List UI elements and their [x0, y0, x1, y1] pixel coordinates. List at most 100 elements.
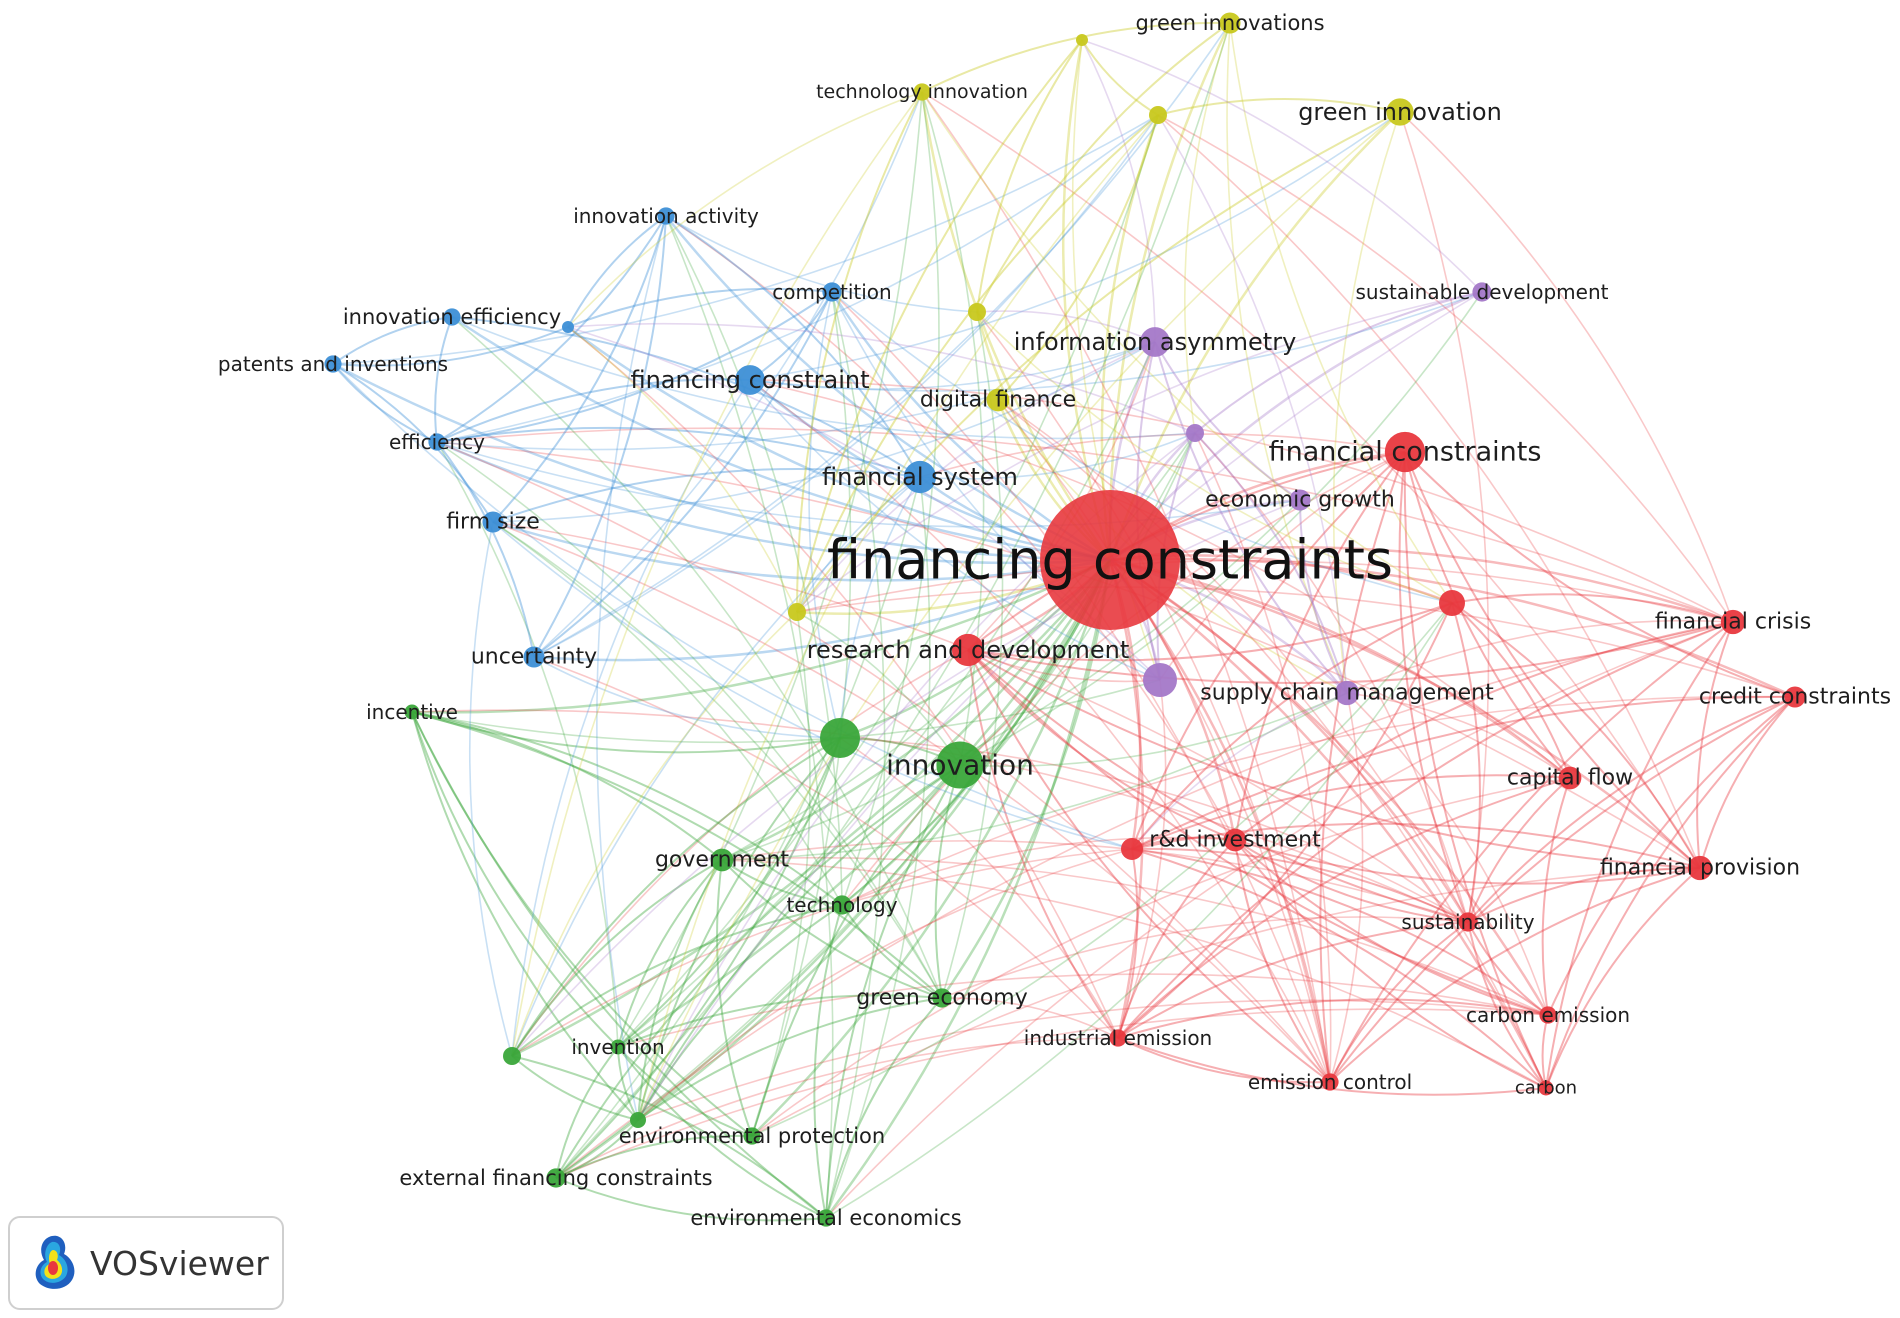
network-edge	[1319, 451, 1406, 1083]
node-p1[interactable]	[1186, 424, 1204, 442]
label-sustdev: sustainable development	[1356, 280, 1609, 304]
label-efficiency: efficiency	[389, 430, 485, 454]
node-invention[interactable]	[610, 1039, 626, 1055]
node-y4[interactable]	[788, 603, 806, 621]
network-edge	[967, 649, 1701, 869]
network-edge	[841, 432, 1196, 906]
network-edge	[436, 441, 1331, 1083]
node-innovact[interactable]	[657, 207, 675, 225]
node-greeninnovs[interactable]	[1219, 12, 1241, 34]
node-envprot[interactable]	[743, 1127, 761, 1145]
network-edge	[1404, 451, 1571, 779]
network-edge	[637, 997, 943, 1121]
network-edge	[721, 840, 1469, 923]
network-edge	[749, 379, 1331, 1083]
network-edge	[617, 973, 1549, 1048]
node-digfin[interactable]	[986, 388, 1010, 412]
label-fcs: financing constraints	[827, 529, 1393, 592]
network-edge	[839, 476, 921, 739]
node-incentive[interactable]	[404, 704, 420, 720]
network-edge	[332, 363, 494, 523]
network-edge	[1346, 692, 1571, 779]
node-efficiency[interactable]	[428, 433, 446, 451]
node-competition[interactable]	[822, 282, 842, 302]
network-edge	[1117, 848, 1139, 1039]
network-edge	[967, 649, 1331, 1083]
network-edge	[665, 215, 921, 478]
node-fcs[interactable]	[1040, 490, 1180, 630]
network-edge	[617, 859, 723, 1048]
node-infoasym[interactable]	[1140, 327, 1170, 357]
node-y2[interactable]	[1149, 106, 1167, 124]
network-edge	[813, 904, 843, 1219]
node-scm[interactable]	[1334, 680, 1360, 706]
node-gov[interactable]	[710, 848, 734, 872]
network-edge	[1194, 432, 1332, 1083]
network-edge	[511, 737, 841, 1057]
label-capflow: capital flow	[1507, 766, 1633, 791]
node-r1[interactable]	[1439, 590, 1465, 616]
network-edge	[967, 649, 1119, 1039]
network-edge	[436, 427, 1734, 623]
node-carbonem[interactable]	[1539, 1006, 1557, 1024]
network-edge	[567, 91, 923, 328]
node-firmsize[interactable]	[482, 511, 504, 533]
node-finsys[interactable]	[903, 460, 937, 494]
node-carbon[interactable]	[1538, 1080, 1554, 1096]
network-edge	[1157, 114, 1701, 869]
node-g2[interactable]	[503, 1047, 521, 1065]
node-capflow[interactable]	[1558, 766, 1582, 790]
node-extfin[interactable]	[546, 1168, 566, 1188]
node-finconstr[interactable]	[735, 365, 765, 395]
network-edge	[919, 432, 1196, 480]
node-g3[interactable]	[630, 1112, 646, 1128]
network-edge	[825, 476, 931, 1219]
label-finconstr: financing constraint	[630, 366, 869, 394]
network-edge	[1157, 97, 1401, 116]
node-tech[interactable]	[832, 895, 852, 915]
node-credit[interactable]	[1784, 686, 1806, 708]
network-edge	[919, 433, 1406, 478]
node-indem[interactable]	[1109, 1029, 1127, 1047]
node-p2[interactable]	[1143, 663, 1177, 697]
network-edge	[332, 114, 1159, 365]
network-edge	[1131, 848, 1547, 1089]
network-edge	[436, 441, 619, 1048]
network-edge	[511, 559, 1112, 1058]
node-patents[interactable]	[324, 355, 342, 373]
node-finprov[interactable]	[1687, 855, 1713, 881]
vosviewer-logo-icon	[35, 1235, 75, 1289]
node-sustdev[interactable]	[1472, 282, 1492, 302]
node-greeninnov[interactable]	[1386, 98, 1414, 126]
network-edge	[749, 379, 1571, 779]
node-uncert[interactable]	[523, 646, 545, 668]
network-edge	[436, 215, 667, 443]
network-edge	[533, 114, 1159, 658]
label-gov: government	[655, 848, 789, 873]
network-edge	[1699, 696, 1796, 869]
node-y3[interactable]	[968, 303, 986, 321]
node-sustain[interactable]	[1458, 912, 1478, 932]
node-rdinv[interactable]	[1223, 828, 1247, 852]
node-innov[interactable]	[936, 741, 984, 789]
node-b1[interactable]	[562, 321, 574, 333]
node-emctrl[interactable]	[1321, 1073, 1339, 1091]
network-edge	[1332, 111, 1401, 694]
network-edge	[665, 215, 978, 313]
network-edge	[1109, 557, 1796, 699]
node-g1[interactable]	[820, 718, 860, 758]
network-edge	[468, 521, 513, 1057]
network-edge	[511, 476, 921, 1057]
node-greenecon[interactable]	[932, 988, 952, 1008]
node-envecon[interactable]	[817, 1209, 835, 1227]
node-rnd[interactable]	[951, 633, 985, 667]
node-fincon[interactable]	[1384, 431, 1426, 473]
node-econgrowth[interactable]	[1289, 489, 1311, 511]
node-r2[interactable]	[1121, 838, 1143, 860]
node-y1[interactable]	[1076, 34, 1088, 46]
node-innoveff[interactable]	[443, 308, 461, 326]
node-techinnov[interactable]	[913, 83, 931, 101]
network-edge	[492, 521, 943, 999]
network-edge	[921, 91, 1331, 1083]
node-fcrisis[interactable]	[1720, 609, 1746, 635]
